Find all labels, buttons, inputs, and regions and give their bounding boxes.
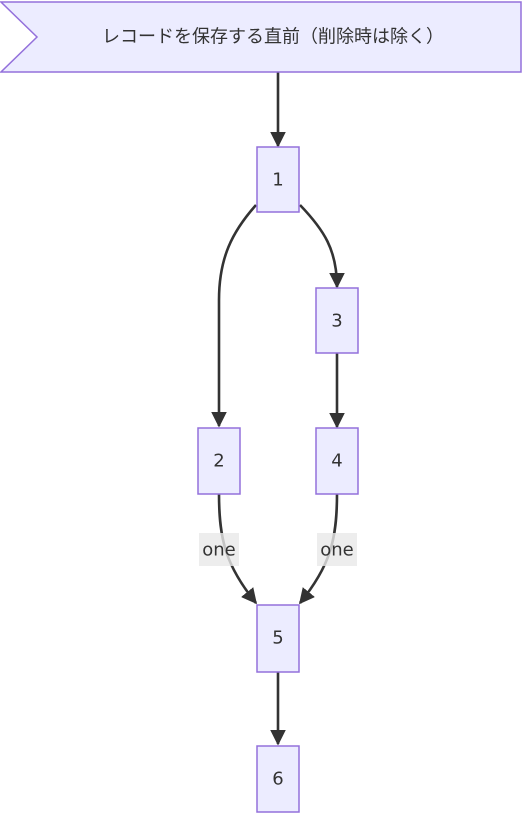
node-5-label: 5 bbox=[272, 628, 283, 649]
node-4: 4 bbox=[315, 427, 359, 495]
node-5-box bbox=[256, 604, 300, 673]
node-5: 5 bbox=[256, 604, 300, 673]
node-6-label: 6 bbox=[272, 769, 283, 790]
node-2-label: 2 bbox=[213, 451, 224, 472]
edge-labels: one one bbox=[199, 533, 357, 566]
node-3-box bbox=[315, 287, 359, 354]
node-1-label: 1 bbox=[272, 170, 283, 191]
node-2: 2 bbox=[197, 427, 241, 495]
edge-label-4-to-5: one bbox=[320, 540, 354, 561]
node-4-label: 4 bbox=[331, 451, 342, 472]
node-3: 3 bbox=[315, 287, 359, 354]
node-3-label: 3 bbox=[331, 311, 342, 332]
node-1-box bbox=[256, 146, 300, 213]
edge-label-2-to-5: one bbox=[202, 540, 236, 561]
start-event: レコードを保存する直前（削除時は除く） bbox=[0, 1, 522, 73]
start-event-shape bbox=[0, 1, 522, 73]
node-6: 6 bbox=[256, 745, 300, 813]
edge-1-to-2 bbox=[211, 204, 257, 428]
node-2-box bbox=[197, 427, 241, 495]
edge-label-bg-4-5 bbox=[317, 533, 357, 566]
start-event-label: レコードを保存する直前（削除時は除く） bbox=[102, 27, 444, 48]
node-1: 1 bbox=[256, 146, 300, 213]
node-6-box bbox=[256, 745, 300, 813]
nodes: 1 2 3 4 5 6 bbox=[197, 146, 359, 813]
node-4-box bbox=[315, 427, 359, 495]
edge-label-bg-2-5 bbox=[199, 533, 239, 566]
edge-1-to-3 bbox=[299, 204, 345, 289]
